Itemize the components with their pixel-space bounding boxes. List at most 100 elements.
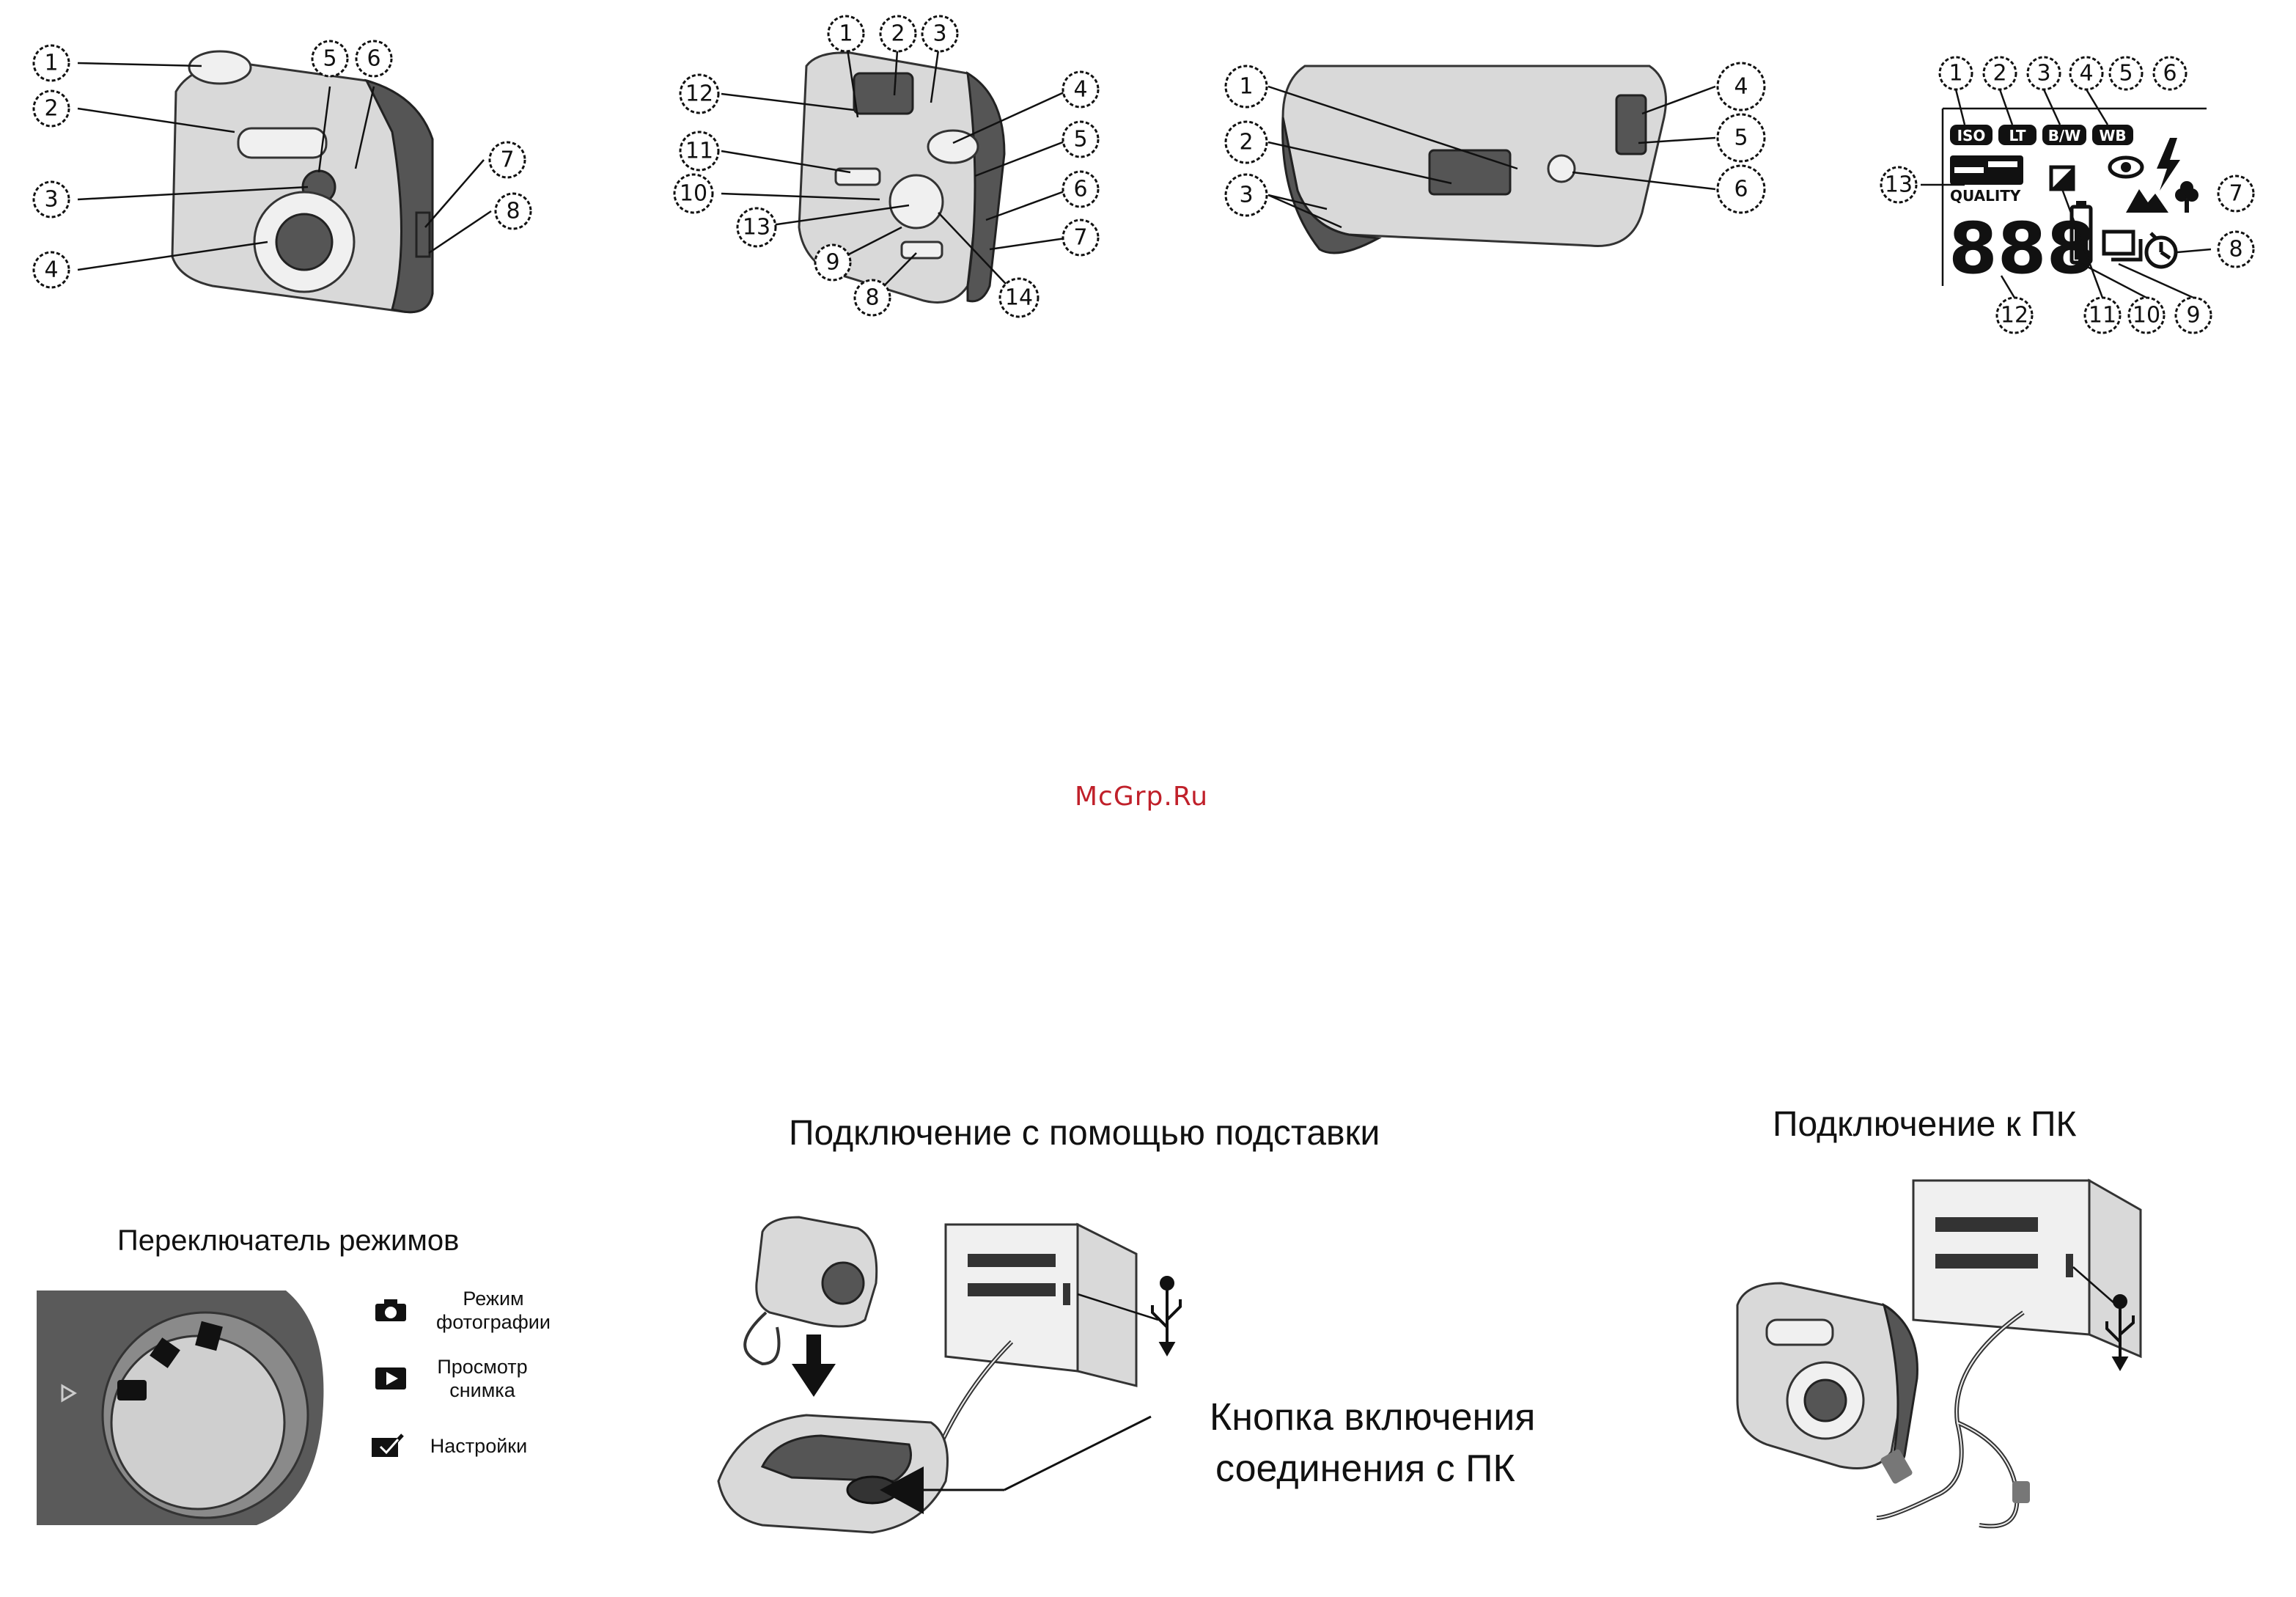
self-timer-icon — [2146, 233, 2176, 267]
side-connector-shape — [1616, 95, 1646, 154]
svg-text:2: 2 — [1993, 61, 2006, 87]
burst-icon — [2104, 232, 2141, 260]
front-view-drawing: 1 2 3 4 5 6 7 8 — [22, 22, 550, 330]
svg-text:3: 3 — [932, 21, 946, 47]
back-callout-1: 1 — [828, 16, 864, 51]
dock-button-label: Кнопка включения соединения с ПК — [1210, 1392, 1535, 1494]
front-callout-2: 2 — [34, 91, 69, 126]
lcd-callout-1: 1 — [1940, 57, 1972, 89]
dial-camera-icon — [117, 1380, 147, 1400]
pc-tower-side — [2089, 1181, 2141, 1356]
svg-text:4: 4 — [1734, 74, 1748, 100]
bottom-view-diagram: 1 2 3 4 5 6 — [1210, 51, 1781, 271]
svg-text:4: 4 — [44, 257, 58, 283]
back-callout-7: 7 — [1063, 220, 1098, 255]
back-view-drawing: 1 2 3 4 5 6 7 8 9 10 11 12 13 14 — [660, 7, 1129, 323]
svg-text:6: 6 — [1073, 177, 1087, 202]
bottom-callout-1: 1 — [1226, 66, 1267, 107]
shutter-button-shape — [189, 51, 251, 84]
mode-dial-diagram — [37, 1283, 330, 1525]
computer-tower-shape — [946, 1225, 1078, 1371]
usb-symbol-icon — [1152, 1277, 1180, 1354]
back-callout-14: 14 — [1000, 279, 1038, 317]
flash-window-shape — [238, 128, 326, 158]
mode-item-review-label: Просмотр снимка — [424, 1355, 541, 1402]
pc-camera-lens-inner-shape — [1805, 1380, 1846, 1421]
camera-icon — [374, 1298, 408, 1323]
svg-text:7: 7 — [500, 147, 514, 173]
lcd-callout-10: 10 — [2129, 298, 2164, 333]
pc-cable-ferrite-shape — [2012, 1481, 2030, 1503]
pc-drive-bay-2-shape — [1935, 1254, 2038, 1269]
play-icon — [374, 1366, 408, 1391]
pc-connection-diagram — [1715, 1173, 2155, 1547]
strap-eyelet-shape — [416, 213, 430, 257]
quality-label: QUALITY — [1950, 187, 2021, 205]
back-callout-2: 2 — [880, 16, 916, 51]
svg-text:9: 9 — [825, 250, 839, 276]
lens-inner-shape — [276, 214, 332, 270]
svg-text:3: 3 — [44, 187, 58, 213]
lcd-callout-5: 5 — [2110, 57, 2142, 89]
bottom-callout-3: 3 — [1226, 175, 1267, 216]
svg-text:4: 4 — [1073, 77, 1087, 103]
exposure-comp-icon — [2051, 167, 2073, 189]
pc-usb-port-shape — [2066, 1254, 2073, 1277]
back-callout-5: 5 — [1063, 122, 1098, 157]
svg-text:6: 6 — [367, 46, 380, 72]
back-callout-10: 10 — [674, 175, 713, 213]
svg-text:WB: WB — [2099, 127, 2126, 144]
bottom-callout-2: 2 — [1226, 122, 1267, 163]
front-callout-3: 3 — [34, 182, 69, 217]
macro-icon — [2175, 181, 2199, 213]
mode-item-setup: Настройки — [370, 1433, 537, 1458]
svg-text:8: 8 — [865, 285, 879, 311]
svg-text:5: 5 — [323, 46, 336, 72]
tripod-socket-shape — [1548, 155, 1575, 182]
back-callout-9: 9 — [815, 245, 850, 280]
back-callout-3: 3 — [922, 16, 957, 51]
svg-text:4: 4 — [2079, 61, 2093, 87]
mode-dial-drawing — [37, 1283, 330, 1525]
svg-text:13: 13 — [1885, 172, 1913, 198]
svg-text:2: 2 — [891, 21, 905, 47]
lcd-callout-12: 12 — [1997, 298, 2032, 333]
drive-bay-1-shape — [968, 1254, 1056, 1267]
svg-text:6: 6 — [2163, 61, 2177, 87]
front-callout-1: 1 — [34, 45, 69, 81]
svg-text:1: 1 — [839, 21, 853, 47]
svg-text:1: 1 — [1949, 61, 1962, 87]
svg-text:11: 11 — [685, 139, 713, 164]
back-view-diagram: 1 2 3 4 5 6 7 8 9 10 11 12 13 14 — [660, 7, 1129, 323]
dial-face-shape — [111, 1336, 284, 1509]
back-callout-6: 6 — [1063, 172, 1098, 207]
quality-icon — [1950, 155, 2023, 185]
lcd-callout-8: 8 — [2218, 232, 2253, 267]
svg-text:3: 3 — [1239, 183, 1253, 208]
red-eye-icon — [2110, 158, 2142, 177]
mode-item-photo-label: Режим фотографии — [424, 1287, 563, 1334]
four-way-controller-shape — [890, 175, 943, 228]
svg-text:B/W: B/W — [2048, 127, 2081, 144]
front-callout-4: 4 — [34, 252, 69, 287]
svg-text:7: 7 — [2229, 181, 2242, 207]
svg-text:12: 12 — [2001, 303, 2028, 328]
bw-badge: B/W — [2042, 125, 2086, 145]
svg-text:1: 1 — [1239, 74, 1253, 100]
back-callout-4: 4 — [1063, 72, 1098, 107]
bottom-callout-4: 4 — [1718, 63, 1765, 110]
back-callout-12: 12 — [680, 75, 718, 113]
front-callout-8: 8 — [496, 194, 531, 229]
svg-text:2: 2 — [44, 96, 58, 122]
svg-text:9: 9 — [2186, 303, 2200, 328]
front-view-diagram: 1 2 3 4 5 6 7 8 — [22, 22, 550, 330]
svg-text:8: 8 — [2229, 237, 2242, 263]
front-callout-7: 7 — [490, 142, 525, 177]
bottom-callout-6: 6 — [1718, 166, 1765, 213]
lcd-status-diagram: ISO LT B/W WB QUALITY 888 — [1855, 44, 2287, 345]
down-arrow-icon — [792, 1334, 836, 1397]
lcd-callout-4: 4 — [2070, 57, 2102, 89]
svg-text:3: 3 — [2036, 61, 2050, 87]
dock-connection-title: Подключение с помощью подставки — [789, 1113, 1380, 1153]
bottom-view-drawing: 1 2 3 4 5 6 — [1210, 51, 1781, 271]
